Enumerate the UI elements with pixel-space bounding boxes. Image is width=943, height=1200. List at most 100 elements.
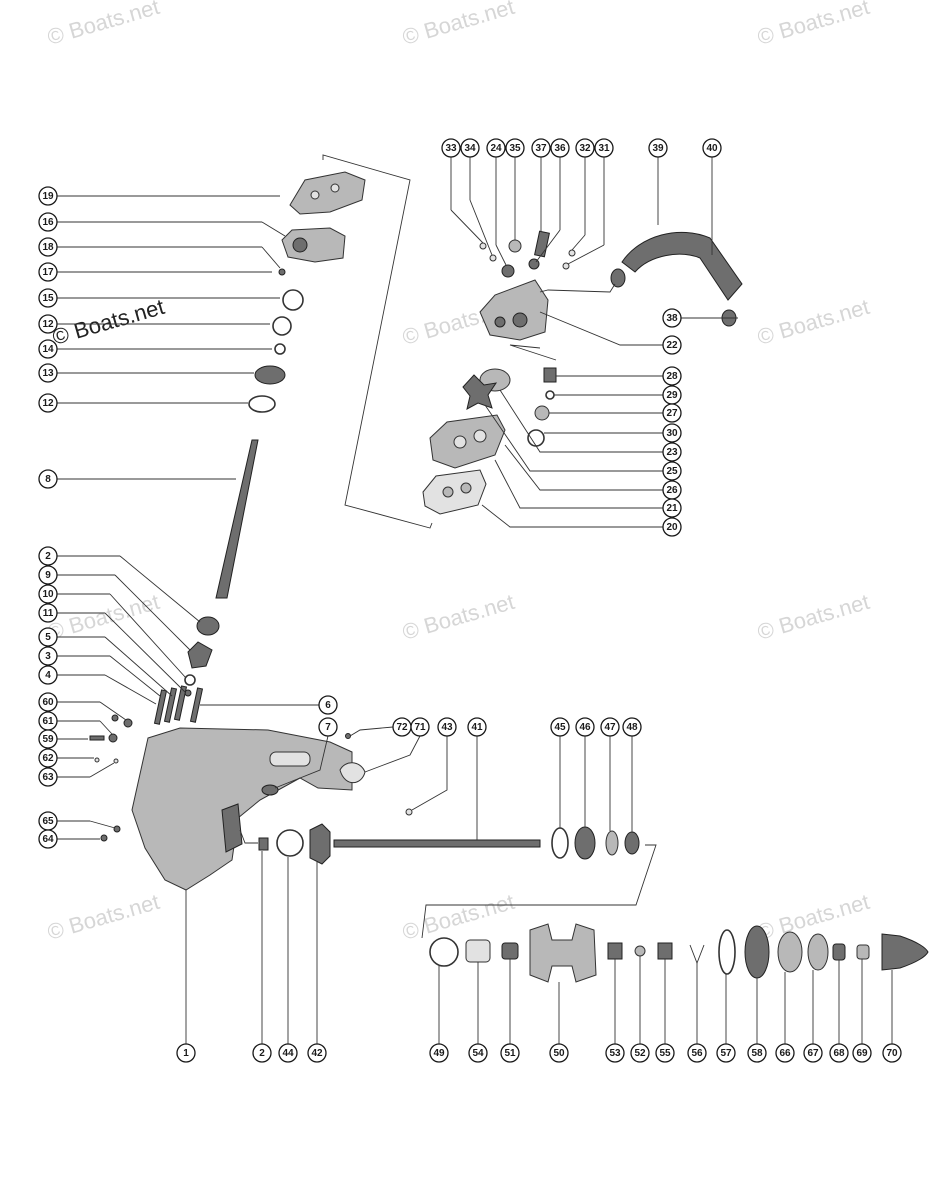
callout-49: 49 <box>429 1043 449 1063</box>
bearing-13 <box>254 365 286 385</box>
callout-66: 66 <box>775 1043 795 1063</box>
callout-4: 4 <box>38 665 58 685</box>
callout-40: 40 <box>702 138 722 158</box>
callout-circle <box>437 717 457 737</box>
callout-circle <box>505 138 525 158</box>
clutch-47 <box>605 830 619 856</box>
callout-label: 64 <box>42 834 54 845</box>
callout-label: 65 <box>42 816 54 827</box>
oring-57 <box>718 929 736 975</box>
callout-59: 59 <box>38 729 58 749</box>
callout-circle <box>829 1043 849 1063</box>
callout-label: 29 <box>666 390 678 401</box>
callout-label: 23 <box>666 447 678 458</box>
callout-36: 36 <box>550 138 570 158</box>
callout-70: 70 <box>882 1043 902 1063</box>
callout-3: 3 <box>38 646 58 666</box>
watermark-text: © Boats.net <box>44 589 162 645</box>
callout-32: 32 <box>575 138 595 158</box>
nut-68 <box>832 943 846 961</box>
callout-circle <box>38 237 58 257</box>
callout-circle <box>38 565 58 585</box>
callout-label: 47 <box>604 722 616 733</box>
propeller-58 <box>744 925 770 979</box>
callout-56: 56 <box>687 1043 707 1063</box>
ring-14 <box>274 343 286 355</box>
callout-label: 40 <box>706 143 718 154</box>
bearing-2 <box>196 616 220 636</box>
callout-label: 67 <box>807 1048 819 1059</box>
callout-label: 69 <box>856 1048 868 1059</box>
callout-label: 16 <box>42 217 54 228</box>
callout-circle <box>550 717 570 737</box>
callout-circle <box>531 138 551 158</box>
callout-label: 20 <box>666 522 678 533</box>
callout-circle <box>648 138 668 158</box>
callout-circle <box>307 1043 327 1063</box>
callout-label: 27 <box>666 408 678 419</box>
watermark-text: © Boats.net <box>44 0 162 50</box>
callout-14: 14 <box>38 339 58 359</box>
callout-circle <box>662 366 682 386</box>
rollers <box>153 689 168 725</box>
callout-label: 52 <box>634 1048 646 1059</box>
callout-label: 48 <box>626 722 638 733</box>
callout-circle <box>575 717 595 737</box>
callout-circle <box>662 498 682 518</box>
callout-6: 6 <box>318 695 338 715</box>
callout-57: 57 <box>716 1043 736 1063</box>
callout-60: 60 <box>38 692 58 712</box>
watermark-text: © Boats.net <box>754 589 872 645</box>
callout-label: 41 <box>471 722 483 733</box>
small-seal <box>278 268 286 276</box>
callout-label: 62 <box>42 753 54 764</box>
callout-circle <box>575 138 595 158</box>
callout-label: 50 <box>553 1048 565 1059</box>
callout-circle <box>252 1043 272 1063</box>
water-pump-stack <box>153 171 366 725</box>
callout-46: 46 <box>575 717 595 737</box>
callout-label: 33 <box>445 143 457 154</box>
bushing-7 <box>261 784 279 796</box>
watermark-text: © Boats.net <box>754 0 872 50</box>
callout-8: 8 <box>38 469 58 489</box>
callout-circle <box>38 767 58 787</box>
callout-label: 4 <box>45 670 51 681</box>
screw-59 <box>89 735 105 741</box>
watermark-text: © Boats.net <box>754 294 872 350</box>
callout-label: 39 <box>652 143 664 154</box>
callout-label: 72 <box>396 722 408 733</box>
bearing-51 <box>501 942 519 960</box>
callout-label: 14 <box>42 344 54 355</box>
callout-circle <box>38 748 58 768</box>
callout-circle <box>775 1043 795 1063</box>
callout-label: 43 <box>441 722 453 733</box>
callout-circle <box>468 1043 488 1063</box>
callout-21: 21 <box>662 498 682 518</box>
callout-circle <box>803 1043 823 1063</box>
callout-circle <box>662 423 682 443</box>
pump-body <box>281 227 346 263</box>
callout-label: 5 <box>45 632 51 643</box>
callout-label: 17 <box>42 267 54 278</box>
callout-circle <box>550 138 570 158</box>
callout-circle <box>38 665 58 685</box>
callout-17: 17 <box>38 262 58 282</box>
callout-48: 48 <box>622 717 642 737</box>
callout-67: 67 <box>803 1043 823 1063</box>
callout-circle <box>38 363 58 383</box>
callout-35: 35 <box>505 138 525 158</box>
callout-37: 37 <box>531 138 551 158</box>
callout-label: 32 <box>579 143 591 154</box>
seal-55 <box>657 942 673 960</box>
watermark-strong: © Boats.net <box>49 294 167 350</box>
pump-housing-group <box>422 230 743 515</box>
callout-label: 21 <box>666 503 678 514</box>
callout-circle <box>662 308 682 328</box>
callout-50: 50 <box>549 1043 569 1063</box>
callout-63: 63 <box>38 767 58 787</box>
callout-label: 34 <box>464 143 476 154</box>
callout-circle <box>852 1043 872 1063</box>
driveshaft <box>215 439 259 599</box>
callout-label: 55 <box>659 1048 671 1059</box>
